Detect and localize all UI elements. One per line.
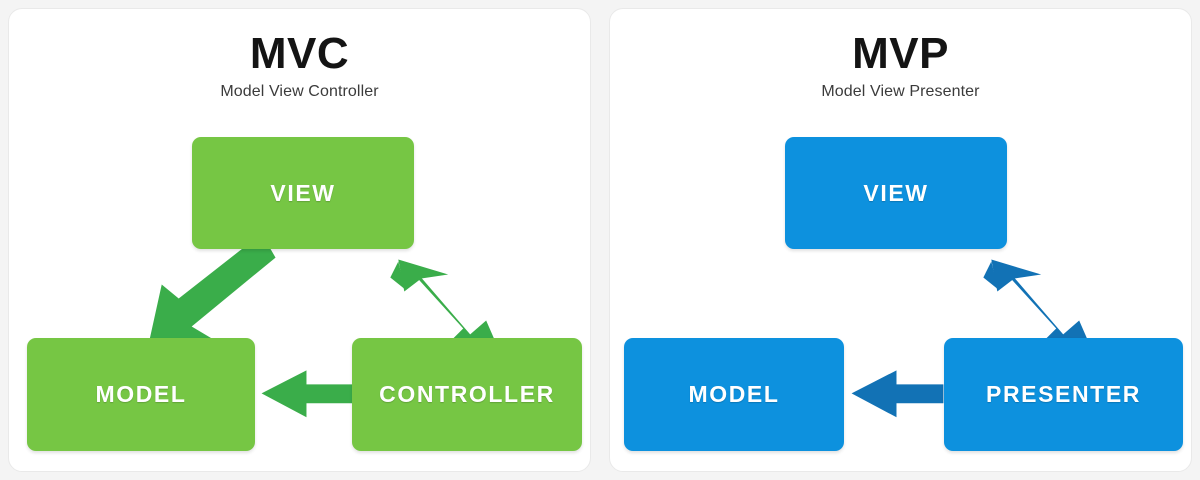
mvp-node-model[interactable]: MODEL xyxy=(624,338,844,451)
mvc-node-model-label: MODEL xyxy=(95,381,187,407)
mvc-panel: MVC Model View Controller VIEW MODEL xyxy=(8,8,591,472)
mvp-panel: MVP Model View Presenter VIEW MODEL PRES… xyxy=(609,8,1192,472)
mvp-node-presenter-label: PRESENTER xyxy=(986,381,1141,407)
mvc-node-controller-label: CONTROLLER xyxy=(379,381,555,407)
mvp-heading-group: MVP Model View Presenter xyxy=(610,29,1191,101)
arrow-presenter-to-model xyxy=(851,370,944,418)
arrow-view-to-presenter xyxy=(983,259,1090,344)
mvp-node-presenter[interactable]: PRESENTER xyxy=(944,338,1183,451)
mvc-subtitle: Model View Controller xyxy=(220,83,379,101)
arrow-view-to-controller xyxy=(390,259,497,344)
mvc-node-controller[interactable]: CONTROLLER xyxy=(352,338,582,451)
mvp-title: MVP xyxy=(852,29,949,78)
mvc-node-model[interactable]: MODEL xyxy=(27,338,255,451)
mvp-subtitle: Model View Presenter xyxy=(821,83,980,101)
mvp-node-model-label: MODEL xyxy=(688,381,780,407)
mvc-node-view[interactable]: VIEW xyxy=(192,137,414,249)
arrow-view-to-model xyxy=(148,233,276,344)
mvc-title: MVC xyxy=(249,29,350,78)
mvc-heading-group: MVC Model View Controller xyxy=(9,29,590,101)
mvc-node-view-label: VIEW xyxy=(270,179,336,206)
arrow-controller-to-model xyxy=(261,370,354,418)
mvp-node-view-label: VIEW xyxy=(863,179,929,206)
mvp-node-view[interactable]: VIEW xyxy=(785,137,1007,249)
